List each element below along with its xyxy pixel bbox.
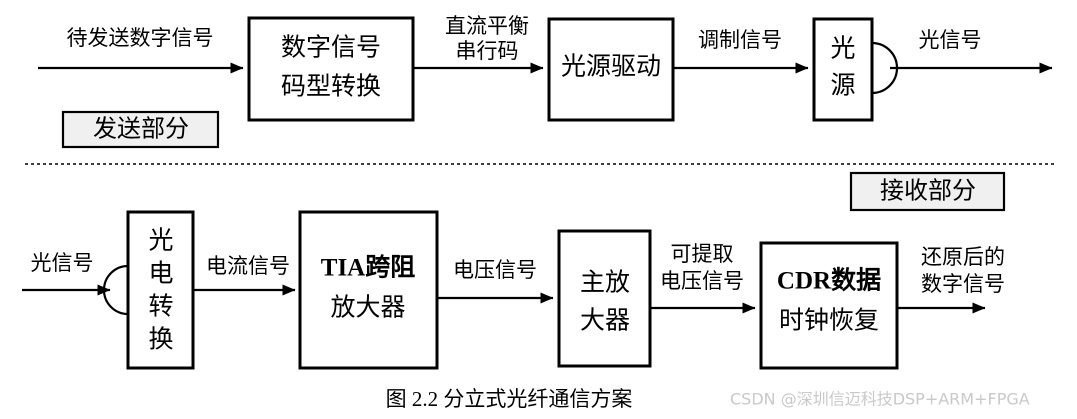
wire-label-optical-in: 光信号 xyxy=(31,251,94,275)
block-main-amp-line1: 主放 xyxy=(580,269,630,297)
wire-label-extractable-voltage-line2: 电压信号 xyxy=(660,269,744,293)
figure-caption: 图 2.2 分立式光纤通信方案 xyxy=(386,387,633,411)
block-oe-converter[interactable] xyxy=(126,210,195,370)
wire-label-dc-balanced-line1: 直流平衡 xyxy=(445,14,529,38)
block-tia-line2: 放大器 xyxy=(330,294,405,322)
block-cdr[interactable] xyxy=(759,241,899,370)
block-code-converter-line2: 码型转换 xyxy=(281,73,381,101)
wire-label-current-signal: 电流信号 xyxy=(206,254,290,278)
wire-label-extractable-voltage-line1: 可提取 xyxy=(671,242,734,266)
block-tia[interactable] xyxy=(298,210,439,370)
block-main-amp[interactable] xyxy=(557,229,652,368)
block-oe-converter-char2: 电 xyxy=(148,260,173,288)
block-code-converter[interactable] xyxy=(247,16,415,122)
block-light-source[interactable] xyxy=(812,17,874,122)
csdn-watermark: CSDN @深圳信迈科技DSP+ARM+FPGA xyxy=(730,390,1030,409)
wire-label-dc-balanced-line2: 串行码 xyxy=(456,39,519,63)
section-label-receive-box[interactable] xyxy=(849,171,1006,212)
block-main-amp-line2: 大器 xyxy=(580,307,630,335)
block-code-converter-line1: 数字信号 xyxy=(281,34,381,62)
block-oe-converter-char3: 转 xyxy=(148,293,173,321)
section-label-receive-text: 接收部分 xyxy=(880,178,976,205)
wire-label-input-digital: 待发送数字信号 xyxy=(67,26,214,50)
wire-label-recovered-digital-line2: 数字信号 xyxy=(921,272,1005,296)
block-source-driver-label: 光源驱动 xyxy=(561,53,661,81)
block-cdr-line1: CDR数据 xyxy=(777,267,881,295)
block-tia-line1: TIA跨阻 xyxy=(321,254,415,282)
block-light-source-char1: 光 xyxy=(830,35,855,63)
block-light-source-char2: 源 xyxy=(830,72,855,100)
block-oe-converter-char1: 光 xyxy=(148,227,173,255)
block-oe-converter-char4: 换 xyxy=(148,326,173,354)
section-label-transmit-box[interactable] xyxy=(61,110,220,149)
section-label-transmit-text: 发送部分 xyxy=(93,116,189,143)
optical-coupler-arc-receive xyxy=(102,264,129,316)
wire-label-optical-out: 光信号 xyxy=(919,28,982,52)
wire-label-voltage-signal: 电压信号 xyxy=(453,258,537,282)
block-cdr-line2: 时钟恢复 xyxy=(779,307,879,335)
wire-label-modulated: 调制信号 xyxy=(698,28,782,52)
wire-label-recovered-digital-line1: 还原后的 xyxy=(921,245,1005,269)
block-source-driver[interactable] xyxy=(547,17,675,122)
